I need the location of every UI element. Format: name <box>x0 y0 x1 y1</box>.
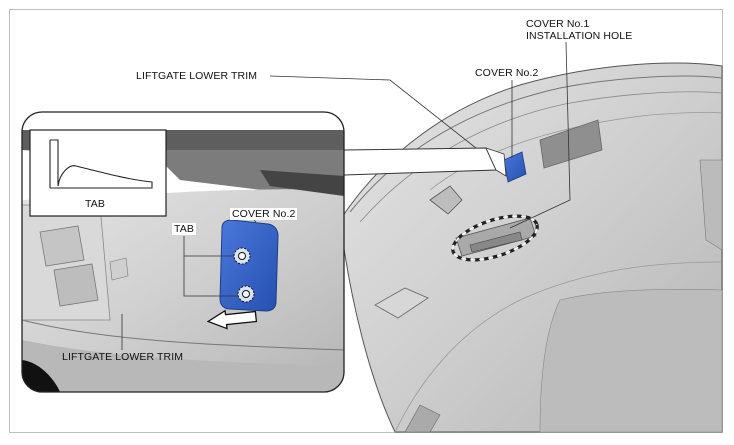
leader-lines-main <box>269 41 571 229</box>
label-tab-inset: TAB <box>85 198 105 210</box>
liftgate-main-view <box>339 62 723 433</box>
label-cover1-line2: INSTALLATION HOLE <box>526 30 633 42</box>
label-liftgate-bottom: LIFTGATE LOWER TRIM <box>62 351 184 363</box>
removal-direction-arrow <box>206 309 258 330</box>
tab-clip-icon <box>233 247 255 303</box>
detail-callout-cone <box>343 147 507 177</box>
label-liftgate-top: LIFTGATE LOWER TRIM <box>136 70 258 82</box>
label-cover2-main: COVER No.2 <box>475 67 539 79</box>
tab-profile-inset <box>29 129 167 217</box>
label-cover1-line1: COVER No.1 <box>526 18 590 30</box>
cover2-detail-part <box>219 219 279 312</box>
detail-view-frame <box>21 111 345 393</box>
cover2-main-part <box>503 151 527 183</box>
leader-lines-detail <box>121 219 257 350</box>
label-cover2-detail: COVER No.2 <box>230 208 298 220</box>
label-tab-left: TAB <box>172 223 196 235</box>
